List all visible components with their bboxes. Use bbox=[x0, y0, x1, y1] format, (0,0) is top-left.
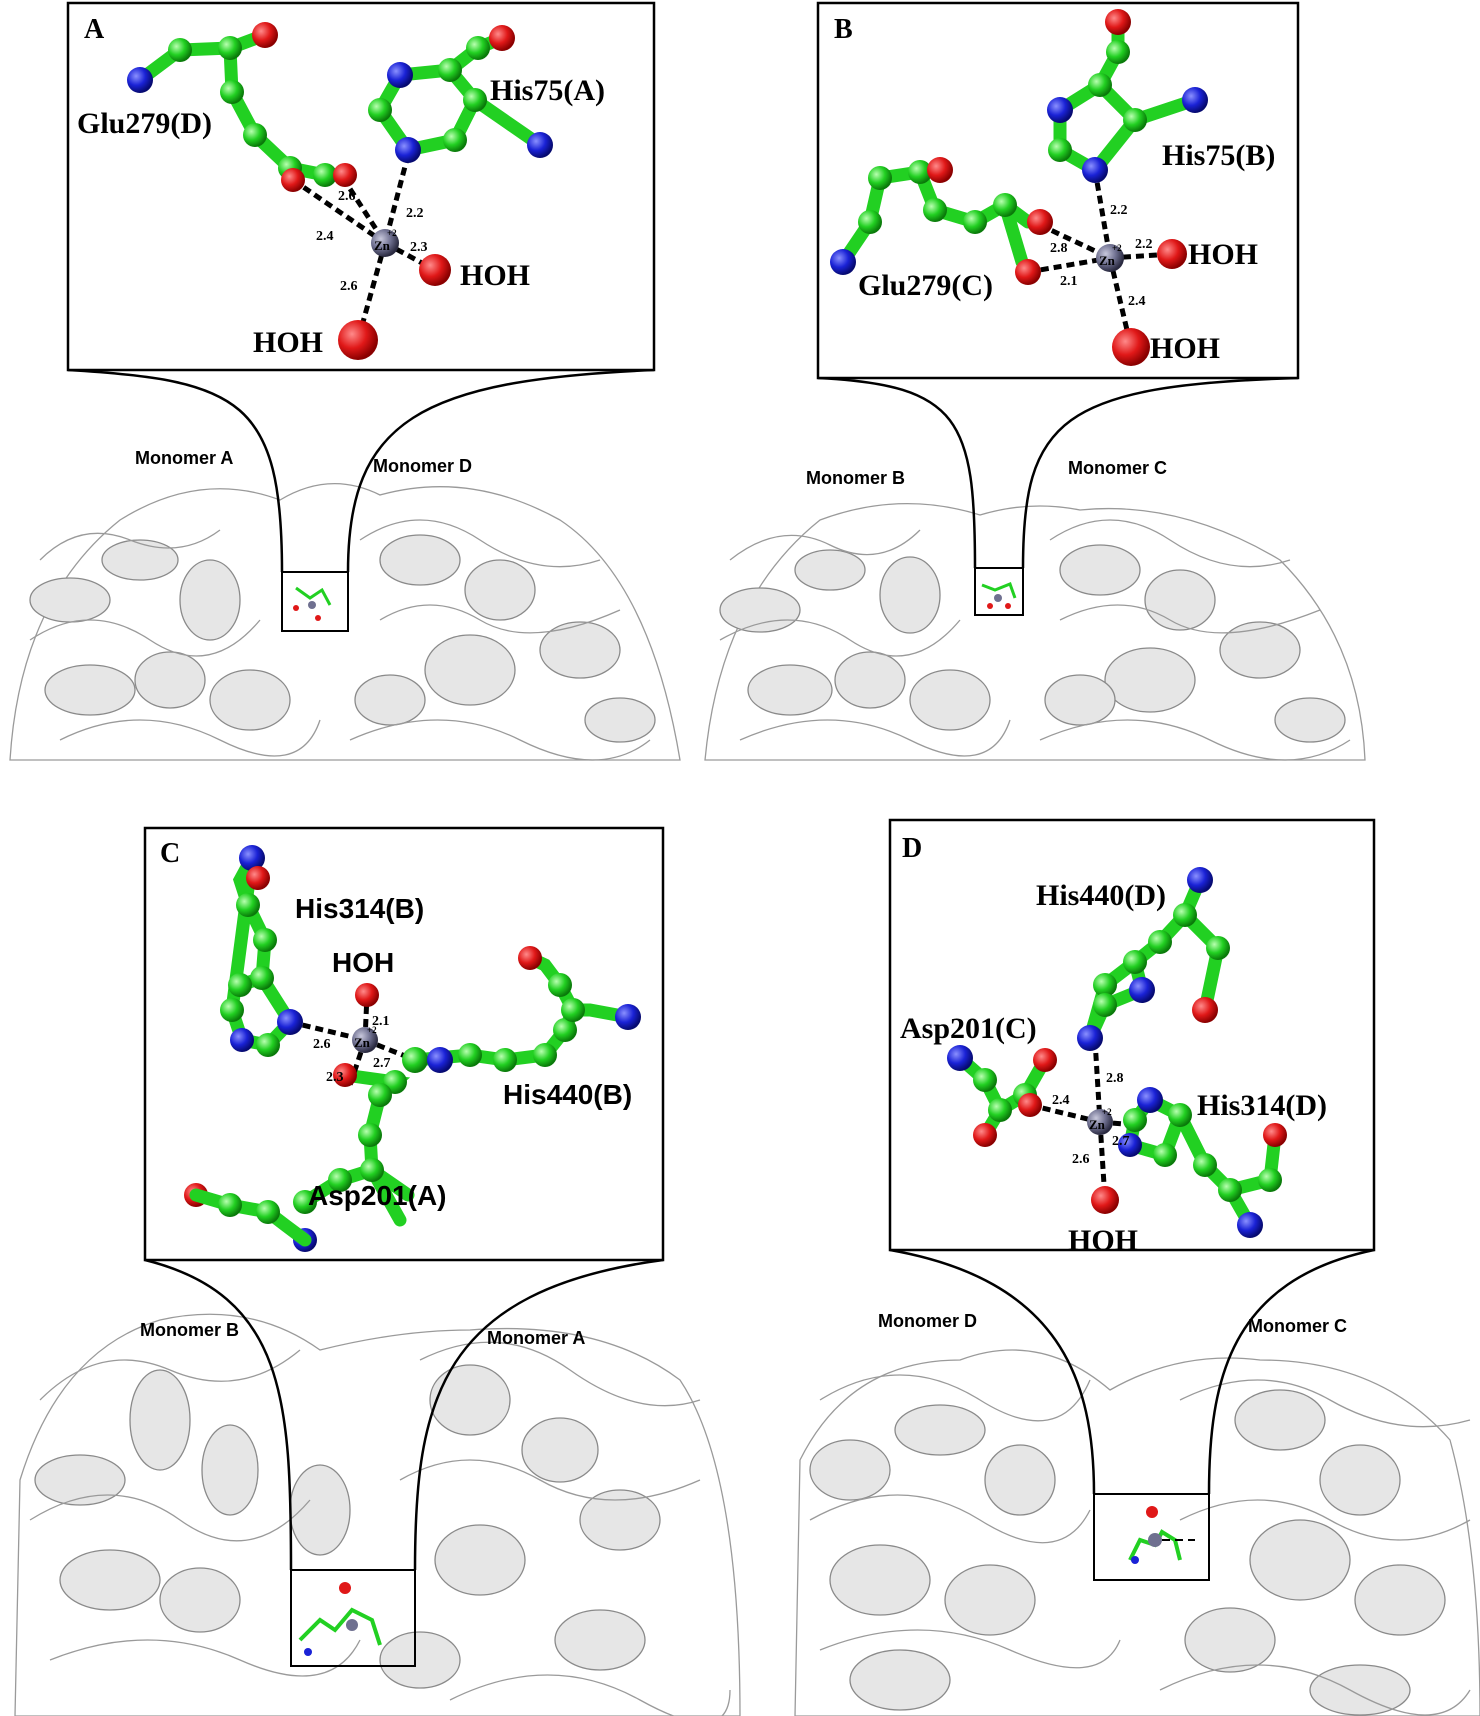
svg-text:Zn: Zn bbox=[1089, 1117, 1106, 1132]
zoom-box-b bbox=[974, 567, 1024, 616]
connector-d-left bbox=[889, 1248, 1096, 1495]
water-label-b-0: HOH bbox=[1188, 238, 1258, 271]
residue-label-d-1: Asp201(C) bbox=[900, 1012, 1037, 1045]
monomer-label-d-right: Monomer C bbox=[1248, 1316, 1347, 1336]
inset-frame-b bbox=[816, 1, 1300, 380]
zinc-ion-c bbox=[352, 1027, 378, 1053]
svg-text:Zn: Zn bbox=[374, 238, 391, 253]
svg-text:2.8: 2.8 bbox=[1106, 1071, 1124, 1086]
panel-label-a: A bbox=[84, 14, 105, 45]
svg-text:+2: +2 bbox=[387, 228, 397, 238]
ligand-d: Zn +2 bbox=[947, 867, 1287, 1238]
svg-text:Zn: Zn bbox=[354, 1035, 371, 1050]
svg-text:2.4: 2.4 bbox=[316, 229, 334, 244]
svg-text:2.1: 2.1 bbox=[1060, 274, 1078, 289]
protein-cartoon-b bbox=[704, 502, 1366, 761]
monomer-label-c-left: Monomer B bbox=[140, 1320, 239, 1340]
panel-label-d: D bbox=[902, 833, 922, 864]
svg-text:2.2: 2.2 bbox=[406, 206, 424, 221]
residue-label-b-0: His75(B) bbox=[1162, 139, 1275, 172]
monomer-label-d-left: Monomer D bbox=[878, 1311, 977, 1331]
panel-label-c: C bbox=[160, 838, 180, 869]
svg-text:2.6: 2.6 bbox=[340, 279, 358, 294]
zoom-box-c bbox=[290, 1569, 416, 1667]
svg-text:2.2: 2.2 bbox=[1135, 237, 1153, 252]
connector-a-right bbox=[346, 368, 655, 573]
protein-cartoon-a bbox=[9, 482, 681, 761]
connector-c-left bbox=[144, 1258, 293, 1571]
monomer-label-c-right: Monomer A bbox=[487, 1328, 585, 1348]
connector-c-right bbox=[413, 1258, 664, 1571]
svg-text:2.4: 2.4 bbox=[1052, 1093, 1070, 1108]
svg-text:2.6: 2.6 bbox=[1072, 1152, 1090, 1167]
residue-label-b-1: Glu279(C) bbox=[858, 269, 993, 302]
svg-text:2.6: 2.6 bbox=[338, 189, 356, 204]
svg-text:+2: +2 bbox=[367, 1025, 377, 1035]
water-label-d-0: HOH bbox=[1068, 1224, 1138, 1257]
connector-b-right bbox=[1021, 376, 1299, 569]
monomer-label-a-left: Monomer A bbox=[135, 448, 233, 468]
protein-cartoon-d bbox=[794, 1349, 1480, 1716]
svg-text:2.7: 2.7 bbox=[373, 1056, 391, 1071]
zinc-ion-b bbox=[1096, 244, 1124, 272]
small-ligand-a bbox=[293, 586, 332, 621]
svg-text:2.8: 2.8 bbox=[1050, 241, 1068, 256]
residue-label-c-0: His314(B) bbox=[295, 893, 424, 924]
monomer-label-b-left: Monomer B bbox=[806, 468, 905, 488]
water-label-a-1: HOH bbox=[253, 326, 323, 359]
monomer-label-b-right: Monomer C bbox=[1068, 458, 1167, 478]
residue-label-a-1: His75(A) bbox=[490, 74, 605, 107]
monomer-label-a-right: Monomer D bbox=[373, 456, 472, 476]
svg-text:+2: +2 bbox=[1112, 243, 1122, 253]
panel-b: Monomer B Monomer C B Zn +2 bbox=[704, 1, 1366, 761]
ligand-c: Zn +2 bbox=[184, 845, 641, 1252]
panel-label-b: B bbox=[834, 14, 853, 45]
panel-c: Monomer B Monomer A C bbox=[14, 826, 741, 1716]
inset-frame-a bbox=[66, 1, 656, 372]
svg-text:2.6: 2.6 bbox=[313, 1037, 331, 1052]
svg-text:2.1: 2.1 bbox=[372, 1014, 390, 1029]
small-ligand-d bbox=[1128, 1506, 1195, 1564]
ligand-a: Zn +2 bbox=[127, 22, 553, 360]
residue-label-c-2: Asp201(A) bbox=[308, 1180, 446, 1211]
svg-text:2.4: 2.4 bbox=[1128, 294, 1146, 309]
residue-label-a-0: Glu279(D) bbox=[77, 107, 212, 140]
svg-text:+2: +2 bbox=[1102, 1107, 1112, 1117]
panel-d: Monomer D Monomer C D bbox=[794, 818, 1480, 1716]
inset-frame-d bbox=[888, 818, 1376, 1252]
connector-b-left bbox=[817, 376, 977, 569]
water-label-b-1: HOH bbox=[1150, 332, 1220, 365]
residue-label-c-1: His440(B) bbox=[503, 1079, 632, 1110]
ligand-b: Zn +2 bbox=[830, 9, 1208, 366]
protein-cartoon-c bbox=[14, 1313, 741, 1716]
svg-text:Zn: Zn bbox=[1099, 253, 1116, 268]
zinc-ion-d bbox=[1087, 1109, 1113, 1135]
small-ligand-b bbox=[981, 582, 1017, 609]
panel-a: Monomer A Monomer D A Zn +2 bbox=[9, 1, 681, 761]
residue-label-d-0: His440(D) bbox=[1036, 879, 1166, 912]
water-label-a-0: HOH bbox=[460, 259, 530, 292]
zoom-box-d bbox=[1093, 1493, 1210, 1581]
zoom-box-a bbox=[281, 571, 349, 632]
connector-d-right bbox=[1207, 1248, 1375, 1495]
svg-text:2.3: 2.3 bbox=[410, 240, 428, 255]
small-ligand-c bbox=[298, 1582, 382, 1656]
svg-text:2.7: 2.7 bbox=[1112, 1134, 1130, 1149]
svg-text:2.2: 2.2 bbox=[1110, 203, 1128, 218]
water-label-c-0: HOH bbox=[332, 947, 394, 978]
residue-label-d-2: His314(D) bbox=[1197, 1089, 1327, 1122]
zinc-ion-a bbox=[371, 229, 399, 257]
connector-a-left bbox=[67, 368, 284, 573]
svg-text:2.3: 2.3 bbox=[326, 1070, 344, 1085]
